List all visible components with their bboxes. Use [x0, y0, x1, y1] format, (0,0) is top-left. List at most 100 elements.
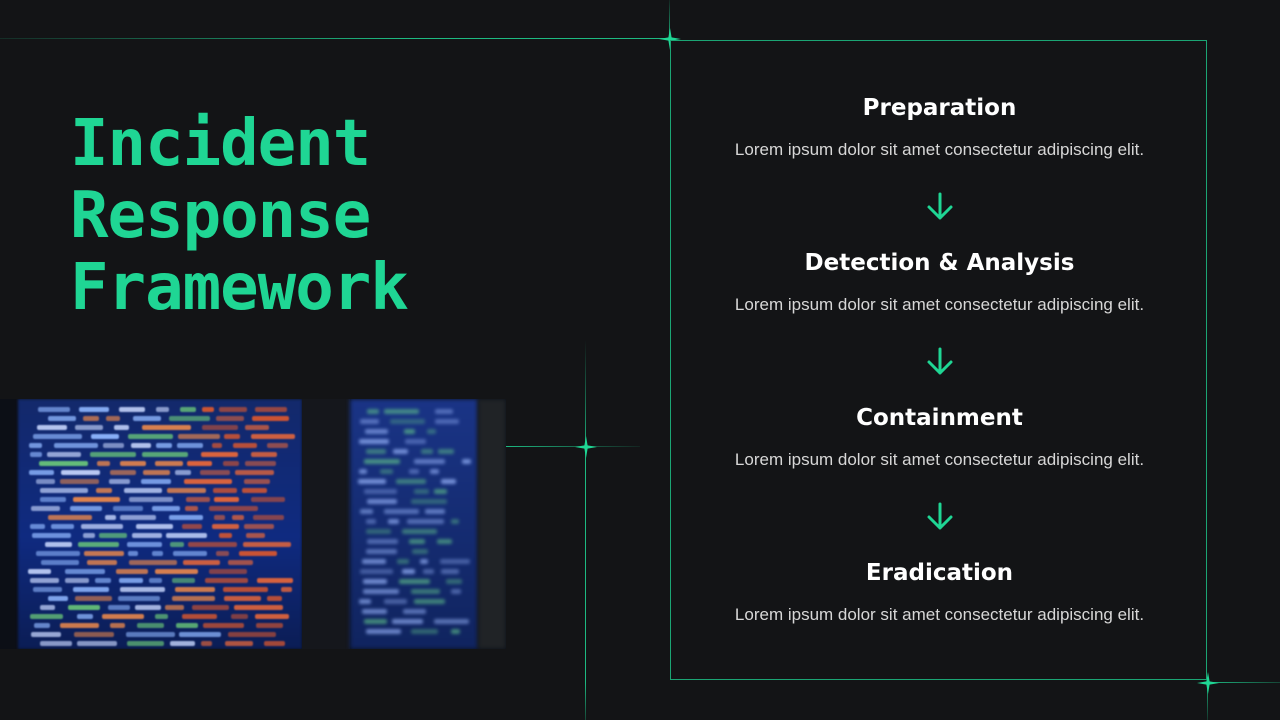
code-line — [75, 596, 112, 601]
code-line — [128, 560, 178, 565]
code-line — [60, 479, 100, 484]
code-line — [40, 605, 56, 610]
code-line — [202, 623, 245, 628]
code-line — [409, 469, 420, 474]
code-line — [389, 419, 426, 424]
code-line — [411, 499, 447, 504]
code-line — [172, 551, 207, 556]
code-line — [218, 407, 247, 412]
code-line — [358, 469, 367, 474]
code-line — [230, 614, 248, 619]
code-line — [126, 632, 176, 637]
code-line — [402, 569, 415, 574]
title-line: Incident — [70, 107, 371, 181]
code-line — [366, 449, 386, 454]
code-line — [359, 599, 371, 604]
code-line — [187, 461, 213, 466]
code-line — [231, 515, 245, 520]
code-line — [440, 479, 457, 484]
code-line — [181, 524, 202, 529]
code-line — [212, 524, 240, 529]
code-line — [201, 407, 214, 412]
code-line — [148, 578, 162, 583]
code-line — [253, 515, 285, 520]
code-line — [106, 416, 120, 421]
code-line — [244, 524, 275, 529]
code-line — [119, 587, 165, 592]
code-line — [213, 488, 237, 493]
code-line — [31, 506, 61, 511]
code-line — [222, 587, 268, 592]
code-line — [183, 560, 221, 565]
code-line — [267, 443, 288, 448]
code-line — [200, 452, 238, 457]
code-line — [388, 519, 400, 524]
code-line — [47, 596, 69, 601]
code-line — [35, 551, 80, 556]
code-line — [244, 461, 276, 466]
step-title: Eradication — [865, 560, 1014, 586]
code-line — [410, 589, 440, 594]
step-description: Lorem ipsum dolor sit amet consectetur a… — [734, 295, 1145, 314]
code-line — [169, 416, 210, 421]
code-line — [177, 434, 220, 439]
code-line — [41, 560, 80, 565]
code-line — [250, 497, 286, 502]
step-detection-analysis: Detection & Analysis Lorem ipsum dolor s… — [671, 248, 1208, 316]
code-line — [362, 589, 400, 594]
code-line — [28, 470, 55, 475]
decorative-line — [506, 446, 640, 447]
code-line — [74, 632, 114, 637]
code-line — [113, 506, 143, 511]
code-line — [33, 434, 82, 439]
code-line — [239, 551, 278, 556]
step-description: Lorem ipsum dolor sit amet consectetur a… — [734, 450, 1145, 469]
code-line — [47, 416, 76, 421]
code-line — [366, 529, 391, 534]
code-line — [384, 509, 419, 514]
code-line — [155, 461, 183, 466]
code-line — [60, 623, 99, 628]
code-line — [47, 515, 92, 520]
photo-region — [302, 399, 350, 649]
sparkle-icon — [575, 436, 597, 458]
code-line — [384, 409, 419, 414]
code-line — [360, 509, 373, 514]
code-line — [215, 416, 244, 421]
code-line — [29, 524, 46, 529]
code-line — [227, 560, 254, 565]
code-line — [152, 551, 163, 556]
code-line — [437, 449, 454, 454]
code-line — [78, 407, 109, 412]
code-line — [266, 596, 282, 601]
code-line — [181, 614, 218, 619]
code-line — [213, 515, 225, 520]
slide-title: Incident Response Framework — [70, 108, 540, 324]
photo-region — [0, 399, 18, 649]
code-line — [187, 542, 237, 547]
code-line — [99, 533, 128, 538]
sparkle-icon — [659, 28, 681, 50]
code-line — [137, 623, 164, 628]
decorative-line — [669, 0, 670, 40]
code-line — [90, 452, 137, 457]
code-line — [364, 619, 387, 624]
code-line — [183, 479, 232, 484]
code-line — [462, 459, 471, 464]
code-line — [256, 623, 284, 628]
code-line — [367, 539, 398, 544]
code-line — [40, 497, 66, 502]
code-line — [114, 425, 130, 430]
code-line — [32, 587, 63, 592]
code-screen-photo — [0, 399, 506, 649]
code-line — [64, 578, 89, 583]
code-line — [32, 533, 72, 538]
code-line — [362, 559, 387, 564]
code-line — [132, 416, 162, 421]
code-line — [36, 479, 56, 484]
code-line — [420, 449, 433, 454]
code-line — [30, 578, 60, 583]
code-line — [40, 641, 73, 646]
code-line — [281, 587, 292, 592]
